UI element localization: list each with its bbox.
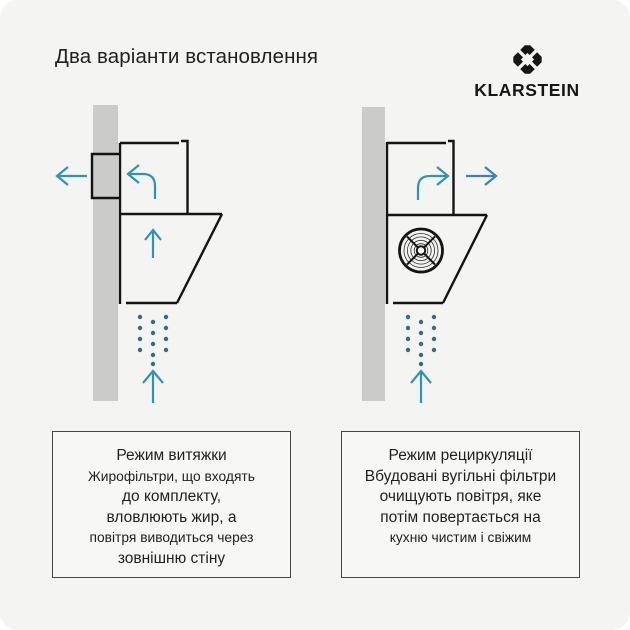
klarstein-logo-icon — [512, 45, 542, 74]
infobox-line: кухню чистим і свіжим — [389, 530, 532, 545]
brand-wordmark: KLARSTEIN — [474, 80, 580, 100]
recirculation-mode-infobox: Режим рециркуляції Вбудовані вугільні фі… — [341, 431, 580, 578]
diagram-recirculation-mode — [362, 107, 498, 403]
diagram-exhaust-mode — [55, 105, 224, 403]
brand-block: KLARSTEIN — [468, 43, 586, 101]
infobox-line: очищують повітря, яке — [379, 488, 542, 505]
infobox-title: Режим рециркуляції — [388, 447, 533, 464]
steam-up-arrow — [142, 369, 164, 403]
duct-curve-left-arrow — [126, 164, 157, 199]
wall — [93, 105, 118, 401]
exhaust-out-left-arrow — [55, 166, 87, 186]
wall — [362, 107, 385, 401]
infobox-line: Жирофільтри, що входять — [88, 468, 255, 484]
fan-icon — [398, 227, 444, 274]
steam-dots — [137, 314, 169, 367]
hood-slant — [175, 213, 224, 304]
chimney-right — [181, 139, 189, 213]
steam-up-arrow — [410, 369, 432, 403]
wall-duct-outline — [90, 152, 120, 200]
infobox-line: вловлюють жир, а — [106, 508, 237, 526]
infobox-line: повітря виводиться через — [89, 530, 254, 545]
exhaust-mode-infobox: Режим витяжки Жирофільтри, що входять до… — [52, 431, 291, 578]
infobox-line: зовнішню стіну — [117, 549, 226, 567]
hood-up-arrow — [144, 228, 162, 258]
steam-dots — [405, 314, 437, 367]
chimney-right — [448, 139, 455, 215]
infobox-line: до комплекту, — [122, 488, 221, 505]
infobox-line: Вбудовані вугільні фільтри — [364, 467, 557, 485]
page-title: Два варіанти встановлення — [55, 45, 319, 68]
recirc-curve-right-arrow — [416, 166, 450, 200]
hood-slant — [441, 214, 489, 304]
infobox-title: Режим витяжки — [116, 447, 227, 464]
air-out-right-arrow — [466, 166, 498, 186]
infobox-line: потім повертається на — [380, 508, 541, 526]
